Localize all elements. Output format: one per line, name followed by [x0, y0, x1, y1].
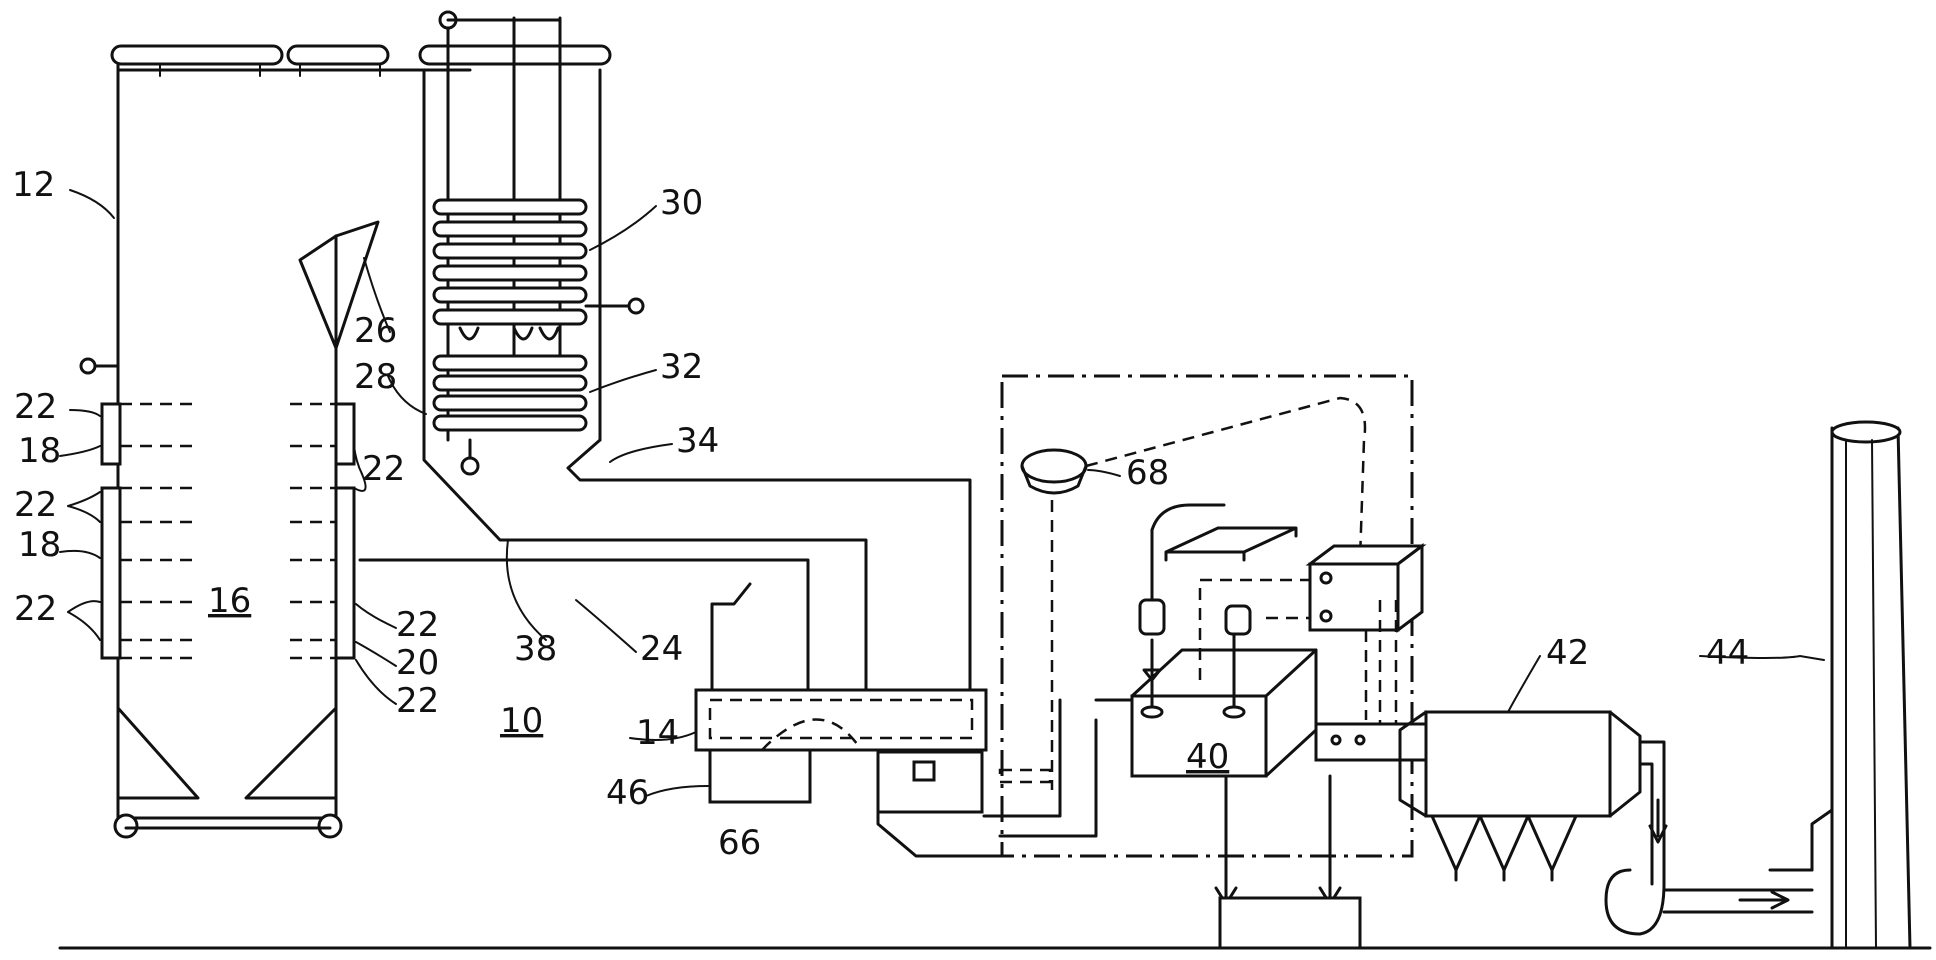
label-duct: 38: [514, 629, 557, 669]
label-air-heater: 14: [636, 713, 679, 753]
stack: [1768, 420, 1912, 950]
label-burner-22-e: 22: [396, 605, 439, 645]
label-burner-22-f: 22: [396, 681, 439, 721]
label-burner-22-a: 22: [14, 387, 57, 427]
label-nose: 26: [354, 311, 397, 351]
control-units: [1164, 526, 1427, 760]
leader-lines: [59, 189, 1825, 797]
label-bypass: 66: [718, 823, 761, 863]
label-stack: 44: [1706, 633, 1749, 673]
label-overfire: 20: [396, 643, 439, 683]
label-burner-22-c: 22: [14, 589, 57, 629]
label-scrubber: 40: [1186, 737, 1229, 777]
precipitator: [1398, 710, 1814, 936]
boiler: [79, 44, 612, 839]
label-hopper: 46: [606, 773, 649, 813]
scrubber: [982, 503, 1342, 906]
label-burner-row: 18: [18, 431, 61, 471]
label-economizer-outlet: 34: [676, 421, 719, 461]
label-arch: 28: [354, 357, 397, 397]
label-boiler-plant: 10: [500, 701, 543, 741]
label-burner-row-2: 18: [18, 525, 61, 565]
convection-pass: [298, 10, 972, 702]
label-boiler: 12: [12, 165, 55, 205]
label-burner-22-d: 22: [362, 449, 405, 489]
label-reheater: 32: [660, 347, 703, 387]
label-sensor: 68: [1126, 453, 1169, 493]
label-furnace: 16: [208, 581, 251, 621]
label-burner-22-b: 22: [14, 485, 57, 525]
air-heater: [694, 582, 1002, 858]
label-precipitator: 42: [1546, 633, 1589, 673]
label-flue: 24: [640, 629, 683, 669]
sensor: [1020, 396, 1367, 790]
label-superheater: 30: [660, 183, 703, 223]
ash-bin: [1218, 896, 1362, 950]
